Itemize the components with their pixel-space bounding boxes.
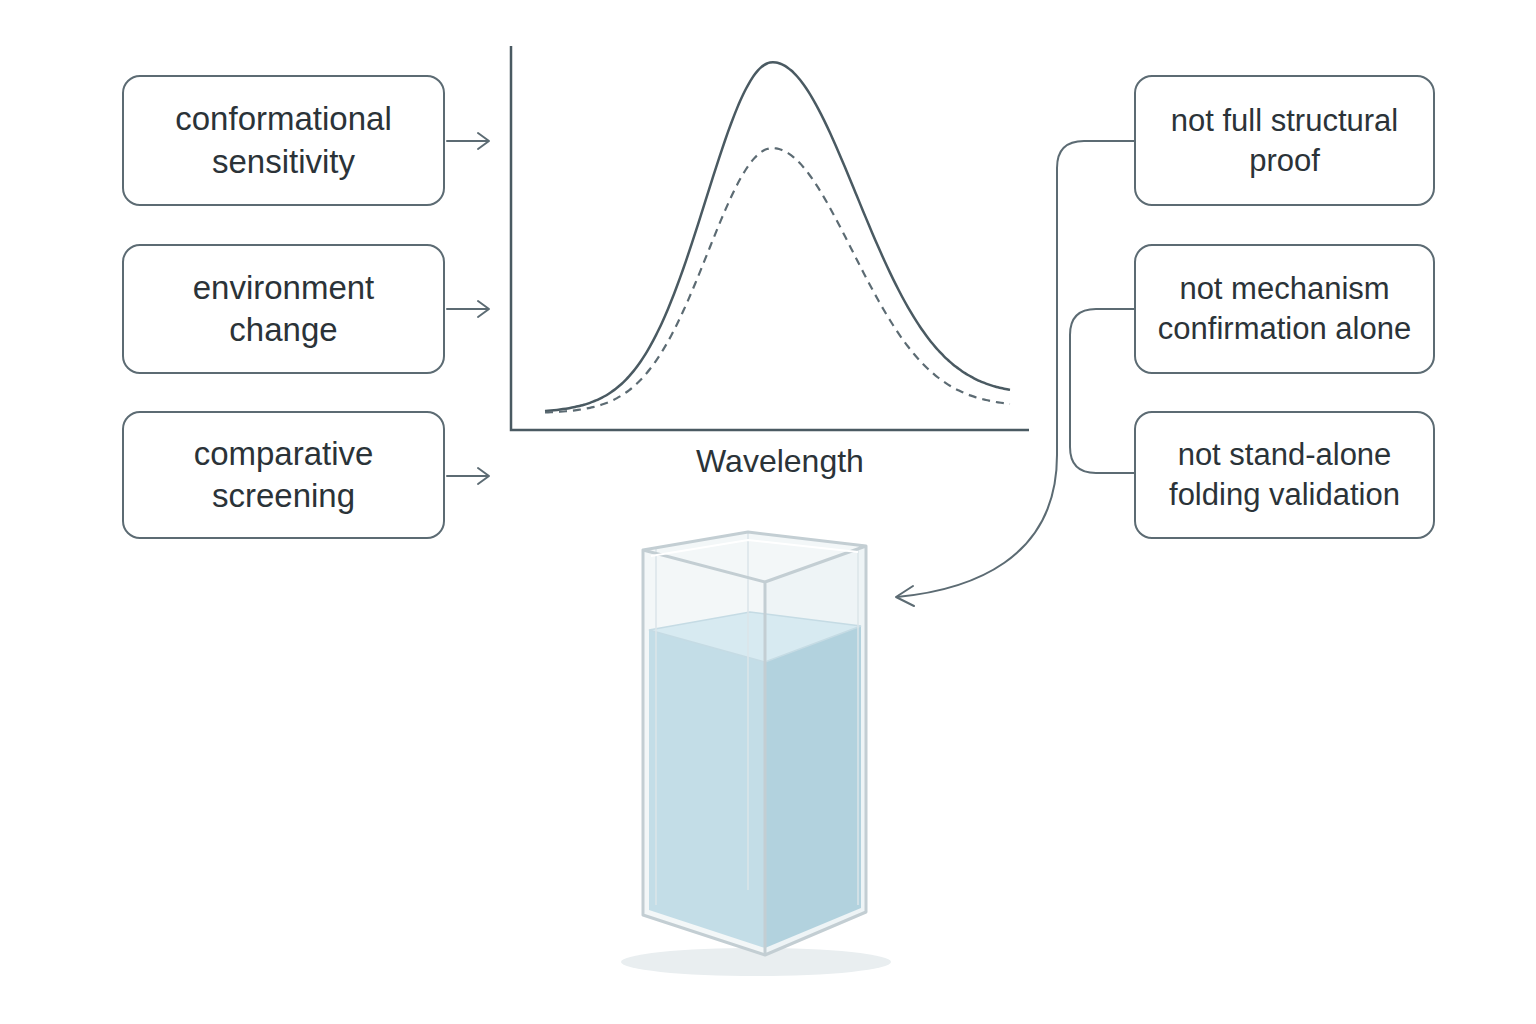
glass-highlight xyxy=(651,540,858,556)
cuvette-illustration xyxy=(621,532,891,976)
leader-arrowhead xyxy=(896,586,914,606)
liquid-face xyxy=(765,626,861,948)
liquid-surface xyxy=(649,612,861,662)
leader-line xyxy=(897,141,1134,597)
dashed-spectrum xyxy=(545,148,1010,412)
box-text: not mechanism confirmation alone xyxy=(1148,269,1421,348)
text-box: not stand-alone folding validation xyxy=(1134,411,1435,539)
limit-brackets xyxy=(896,141,1134,606)
axis-line xyxy=(511,46,1029,430)
glass-face xyxy=(643,532,866,955)
box-text: not stand-alone folding validation xyxy=(1148,435,1421,514)
glass-outline xyxy=(643,532,866,955)
axis-label: Wavelength xyxy=(620,443,940,480)
solid-spectrum xyxy=(545,62,1010,411)
spectrum-curves xyxy=(545,62,1010,412)
glass-inner-edge xyxy=(656,532,858,905)
text-box: conformational sensitivity xyxy=(122,75,445,206)
input-arrows xyxy=(447,133,489,484)
leader-arrow xyxy=(447,468,489,484)
text-box: not full structural proof xyxy=(1134,75,1435,206)
glass-face xyxy=(765,546,866,955)
leader-arrow xyxy=(447,301,489,317)
box-text: conformational sensitivity xyxy=(144,98,423,182)
box-text: comparative screening xyxy=(144,433,423,517)
chart-axes xyxy=(511,46,1029,430)
box-text: environment change xyxy=(144,267,423,351)
box-text: not full structural proof xyxy=(1148,101,1421,180)
text-box: not mechanism confirmation alone xyxy=(1134,244,1435,374)
bracket-line xyxy=(1070,309,1134,473)
leader-arrow xyxy=(447,133,489,149)
text-box: environment change xyxy=(122,244,445,374)
text-box: comparative screening xyxy=(122,411,445,539)
